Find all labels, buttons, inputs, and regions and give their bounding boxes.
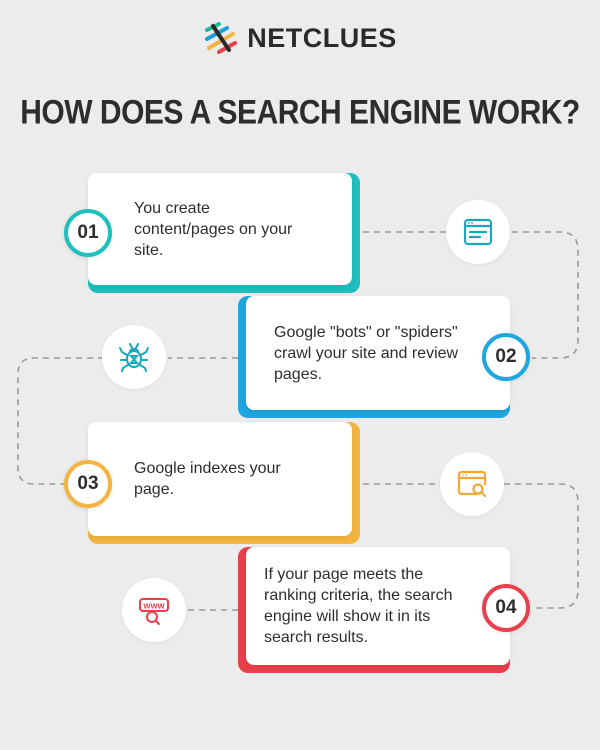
step-card-3: Google indexes your page.: [88, 422, 360, 544]
brand-name: NETCLUES: [247, 22, 397, 53]
connector-2-3: [17, 357, 238, 485]
step-2-icon-circle: [102, 325, 166, 389]
step-4-body: If your page meets the ranking criteria,…: [246, 547, 510, 665]
step-card-2: Google "bots" or "spiders" crawl your si…: [238, 296, 510, 418]
browser-search-icon: [457, 470, 487, 498]
page-title: HOW DOES A SEARCH ENGINE WORK?: [20, 93, 580, 132]
step-3-body: Google indexes your page.: [88, 422, 352, 536]
brand-logo: NETCLUES: [0, 20, 600, 56]
step-4-number-badge: 04: [482, 584, 530, 632]
spider-bot-icon: [119, 343, 149, 372]
step-2-number-badge: 02: [482, 333, 530, 381]
step-3-number: 03: [77, 473, 99, 494]
step-1-text: You create content/pages on your site.: [134, 199, 293, 259]
step-3-number-badge: 03: [64, 460, 112, 508]
step-2-text: Google "bots" or "spiders" crawl your si…: [274, 323, 459, 383]
step-2-number: 02: [495, 346, 517, 367]
step-3-text: Google indexes your page.: [134, 460, 281, 498]
step-4-text: If your page meets the ranking criteria,…: [264, 566, 453, 646]
step-3-icon-circle: [440, 452, 504, 516]
step-2-body: Google "bots" or "spiders" crawl your si…: [246, 296, 510, 410]
step-1-body: You create content/pages on your site.: [88, 173, 352, 285]
browser-window-icon: [463, 218, 493, 246]
step-1-number: 01: [77, 222, 99, 243]
step-4-icon-circle: WWW: [122, 578, 186, 642]
step-1-number-badge: 01: [64, 209, 112, 257]
svg-text:WWW: WWW: [143, 602, 165, 611]
netclues-logo-icon: [205, 22, 238, 54]
step-1-icon-circle: [446, 200, 510, 264]
step-card-4: If your page meets the ranking criteria,…: [238, 547, 510, 673]
connector-1-2: [352, 231, 579, 359]
www-search-icon: WWW: [139, 598, 169, 625]
step-card-1: You create content/pages on your site.: [88, 173, 360, 293]
step-4-number: 04: [495, 597, 517, 618]
connector-3-4: [352, 483, 579, 609]
